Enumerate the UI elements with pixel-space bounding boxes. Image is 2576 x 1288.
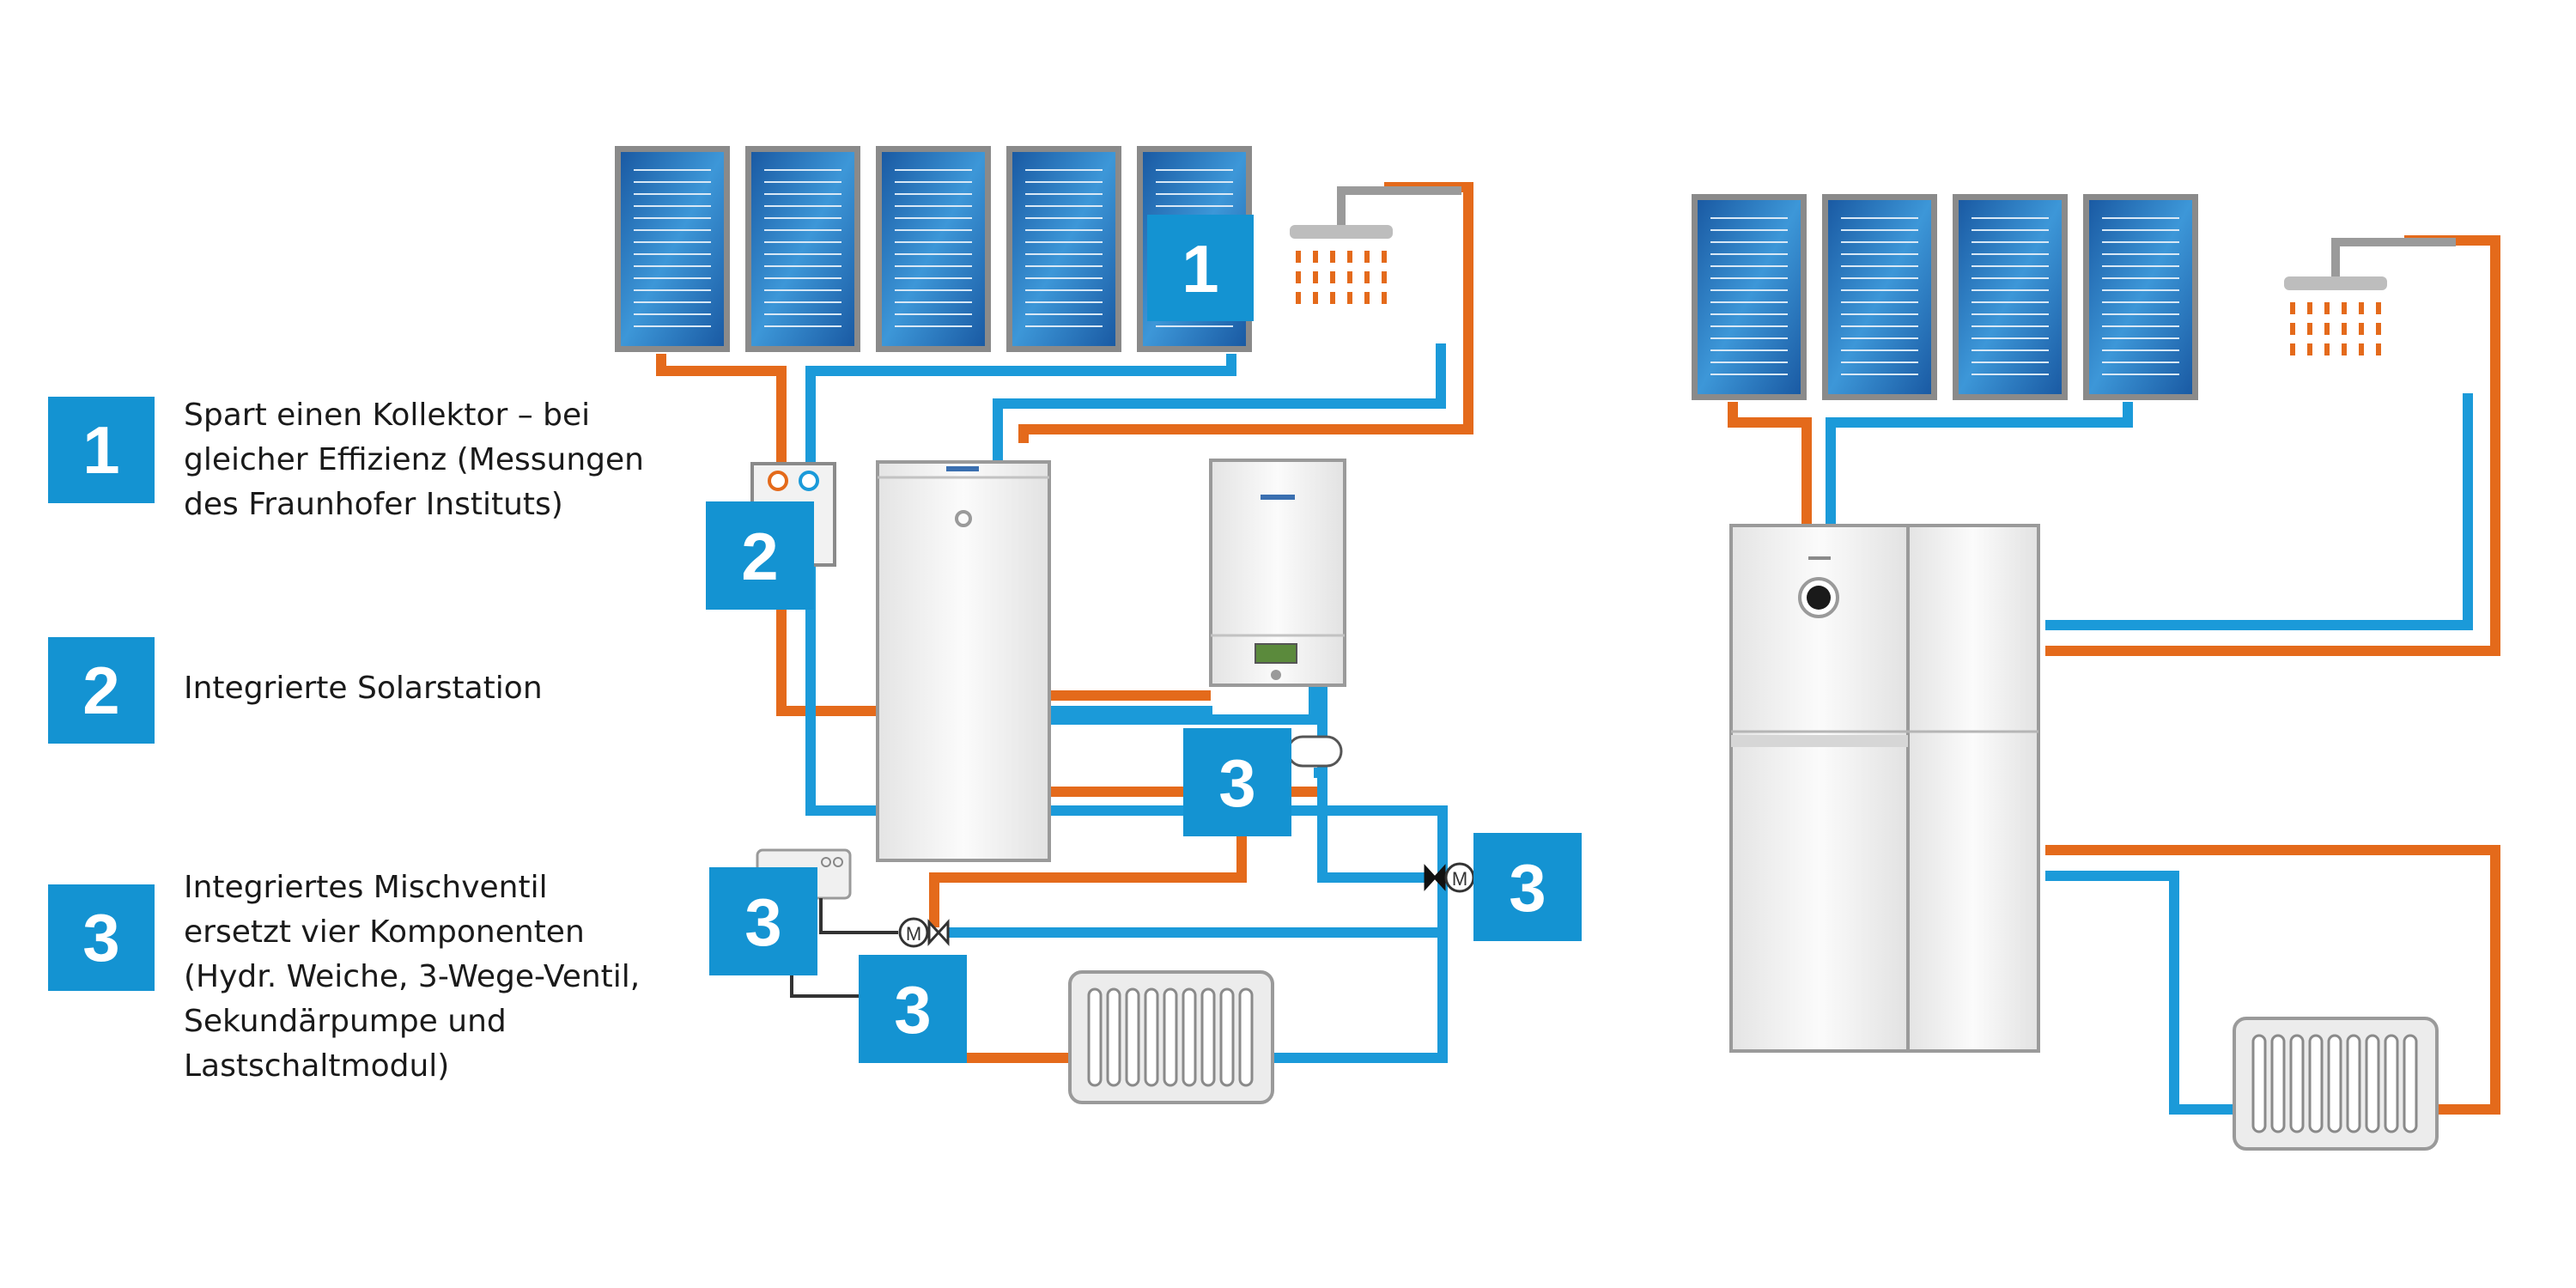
legend-item-3: 3 Integriertes Mischventil ersetzt vier … bbox=[48, 870, 640, 1089]
solar-collector-icon bbox=[1821, 193, 1938, 401]
diagram-badge-1: 1 bbox=[1147, 215, 1254, 321]
boiler-icon bbox=[1209, 459, 1346, 687]
radiator-icon bbox=[1068, 970, 1274, 1104]
shower-icon bbox=[2284, 242, 2456, 362]
solar-collector-icon bbox=[2082, 193, 2199, 401]
radiator-icon bbox=[2233, 1017, 2439, 1151]
svg-text:3: 3 bbox=[744, 884, 781, 960]
mixing-valve-icon[interactable]: M bbox=[1424, 862, 1475, 893]
legend-text-2: Integrierte Solarstation bbox=[184, 671, 543, 706]
legend-badge-1: 1 bbox=[48, 397, 155, 503]
legend-item-2: 2 Integrierte Solarstation bbox=[48, 637, 543, 744]
expansion-tank-icon bbox=[1286, 735, 1343, 768]
svg-text:2: 2 bbox=[741, 519, 778, 594]
mixing-valve-icon[interactable]: M bbox=[898, 917, 950, 948]
legend-item-1: 1 Spart einen Kollektor – bei gleicher E… bbox=[48, 397, 644, 527]
valve-m-label: M bbox=[1452, 868, 1467, 890]
svg-text:3: 3 bbox=[1218, 745, 1255, 821]
solar-collector-icon bbox=[1691, 193, 1807, 401]
diagram-badge-3: 3 bbox=[1473, 833, 1582, 941]
shower-icon bbox=[1290, 191, 1461, 311]
right-solar-collectors bbox=[1691, 193, 2199, 401]
svg-text:3: 3 bbox=[1509, 850, 1546, 926]
right-pipes bbox=[1728, 235, 2500, 1115]
legend-text-3: Integriertes Mischventil ersetzt vier Ko… bbox=[184, 870, 641, 1084]
storage-tank-icon bbox=[876, 460, 1051, 862]
heat-pump-unit-icon bbox=[1729, 524, 2040, 1053]
diagram-badge-3: 3 bbox=[709, 867, 817, 975]
diagram-badge-2: 2 bbox=[706, 501, 814, 610]
valve-m-label: M bbox=[906, 923, 921, 945]
solar-collector-icon bbox=[1005, 145, 1122, 353]
solar-collector-icon bbox=[744, 145, 861, 353]
solar-collector-icon bbox=[1952, 193, 2069, 401]
diagram-badge-3: 3 bbox=[859, 955, 967, 1063]
legend-badge-3: 3 bbox=[48, 884, 155, 991]
legend-badge-2: 2 bbox=[48, 637, 155, 744]
legend-text-1: Spart einen Kollektor – bei gleicher Eff… bbox=[184, 398, 644, 522]
diagram-badge-3: 3 bbox=[1183, 728, 1291, 836]
solar-collector-icon bbox=[614, 145, 731, 353]
svg-text:1: 1 bbox=[1182, 231, 1218, 307]
solar-collector-icon bbox=[875, 145, 992, 353]
svg-text:3: 3 bbox=[894, 972, 931, 1048]
